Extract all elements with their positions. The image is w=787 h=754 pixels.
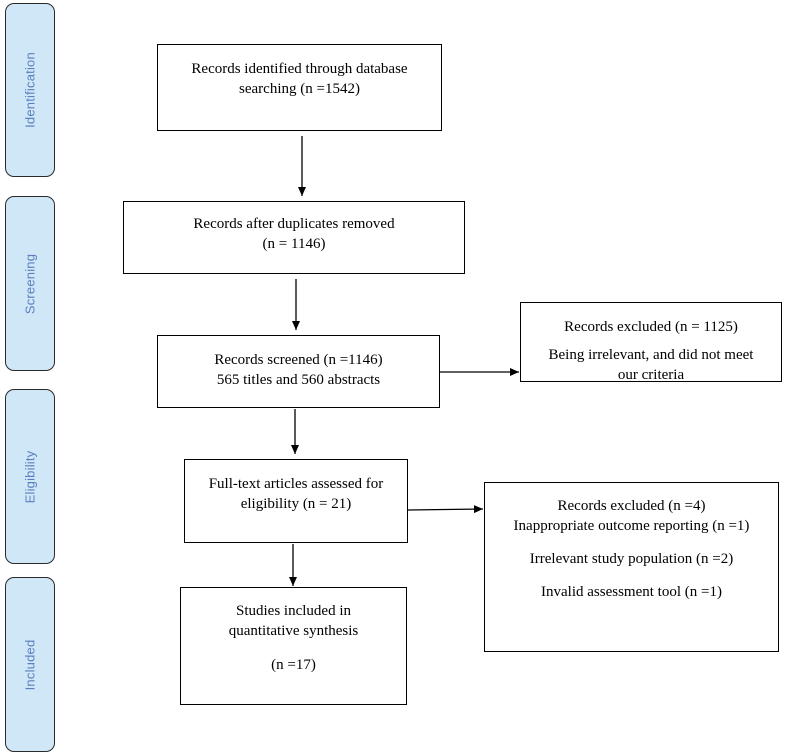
stage-tab-screening: Screening	[5, 196, 55, 371]
fulltext-assessed-box: Full-text articles assessed for eligibil…	[184, 459, 408, 543]
studies-included-box: Studies included in quantitative synthes…	[180, 587, 407, 705]
stage-tab-included: Included	[5, 577, 55, 752]
arrow-fulltext-to-excluded	[407, 505, 484, 514]
records-excluded-eligibility-box: Records excluded (n =4) Inappropriate ou…	[484, 482, 779, 652]
excluded-screening-line1: Records excluded (n = 1125)	[564, 319, 738, 335]
studies-included-line3: (n =17)	[271, 657, 316, 673]
excluded-eligibility-line2: Inappropriate outcome reporting (n =1)	[513, 518, 750, 534]
stage-tab-identification: Identification	[5, 3, 55, 177]
records-identified-line2: searching (n =1542)	[239, 81, 360, 97]
excluded-eligibility-line3: Irrelevant study population (n =2)	[529, 551, 734, 567]
duplicates-removed-line1: Records after duplicates removed	[193, 216, 395, 232]
fulltext-assessed-line1: Full-text articles assessed for	[208, 476, 384, 492]
records-identified-box: Records identified through database sear…	[157, 44, 442, 131]
studies-included-line1: Studies included in	[236, 603, 351, 619]
records-screened-box: Records screened (n =1146) 565 titles an…	[157, 335, 440, 408]
stage-label-identification: Identification	[22, 52, 38, 128]
excluded-screening-line3: our criteria	[617, 367, 685, 383]
excluded-screening-line2: Being irrelevant, and did not meet	[548, 347, 754, 363]
excluded-eligibility-line1: Records excluded (n =4)	[557, 498, 706, 514]
stage-label-eligibility: Eligibility	[22, 450, 38, 503]
duplicates-removed-box: Records after duplicates removed (n = 11…	[123, 201, 465, 274]
records-identified-line1: Records identified through database	[191, 61, 408, 77]
stage-label-screening: Screening	[22, 253, 38, 314]
studies-included-line2: quantitative synthesis	[228, 623, 359, 639]
records-screened-line2: 565 titles and 560 abstracts	[216, 372, 381, 388]
records-screened-line1: Records screened (n =1146)	[214, 352, 383, 368]
excluded-eligibility-line4: Invalid assessment tool (n =1)	[541, 584, 722, 600]
stage-label-included: Included	[22, 639, 38, 690]
stage-tab-eligibility: Eligibility	[5, 389, 55, 564]
fulltext-assessed-line2: eligibility (n = 21)	[240, 496, 352, 512]
duplicates-removed-line2: (n = 1146)	[262, 236, 326, 252]
records-excluded-screening-box: Records excluded (n = 1125) Being irrele…	[520, 302, 782, 383]
